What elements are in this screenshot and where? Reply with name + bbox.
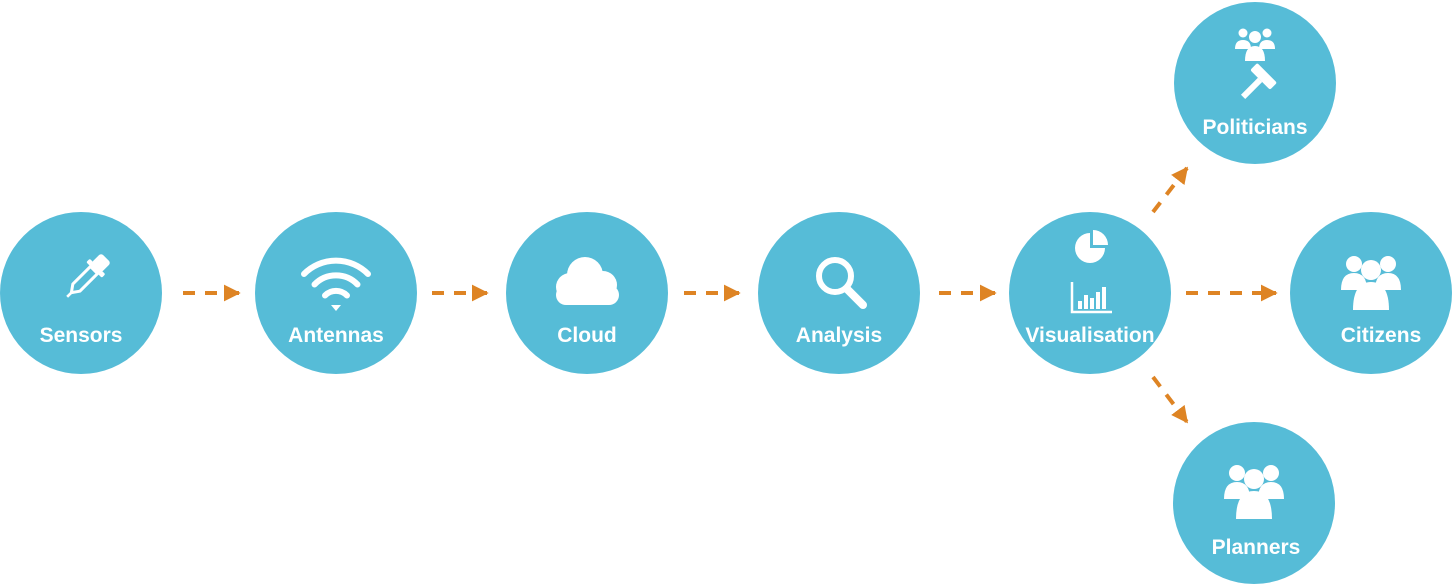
pie-chart-icon bbox=[1075, 230, 1108, 263]
node-label: Antennas bbox=[288, 324, 384, 347]
node-analysis: Analysis bbox=[758, 212, 920, 374]
node-circle bbox=[1009, 212, 1171, 374]
group-icon bbox=[1235, 28, 1275, 61]
group-icon bbox=[1224, 465, 1284, 519]
node-circle bbox=[0, 212, 162, 374]
gavel-icon bbox=[1240, 63, 1277, 100]
node-label: Citizens bbox=[1341, 324, 1422, 347]
node-cloud: Cloud bbox=[506, 212, 668, 374]
edge-visualisation-planners bbox=[1151, 375, 1189, 424]
node-citizens: Citizens bbox=[1290, 212, 1452, 374]
node-label: Visualisation bbox=[1025, 324, 1154, 347]
wifi-icon bbox=[301, 257, 371, 311]
group-icon bbox=[1341, 256, 1401, 310]
bar-chart-icon bbox=[1070, 282, 1112, 314]
node-label: Politicians bbox=[1202, 116, 1307, 139]
node-planners: Planners bbox=[1173, 422, 1335, 584]
node-label: Analysis bbox=[796, 324, 882, 347]
cloud-icon bbox=[556, 257, 619, 305]
node-label: Sensors bbox=[40, 324, 123, 347]
edge-visualisation-politicians bbox=[1151, 166, 1189, 214]
node-label: Planners bbox=[1212, 536, 1301, 559]
magnifier-icon bbox=[816, 257, 867, 309]
node-sensors: Sensors bbox=[0, 212, 162, 374]
edges bbox=[183, 166, 1278, 424]
node-politicians: Politicians bbox=[1174, 2, 1336, 164]
node-label: Cloud bbox=[557, 324, 616, 347]
node-visualisation: Visualisation bbox=[1009, 212, 1171, 374]
node-antennas: Antennas bbox=[255, 212, 417, 374]
dropper-icon bbox=[66, 254, 110, 298]
